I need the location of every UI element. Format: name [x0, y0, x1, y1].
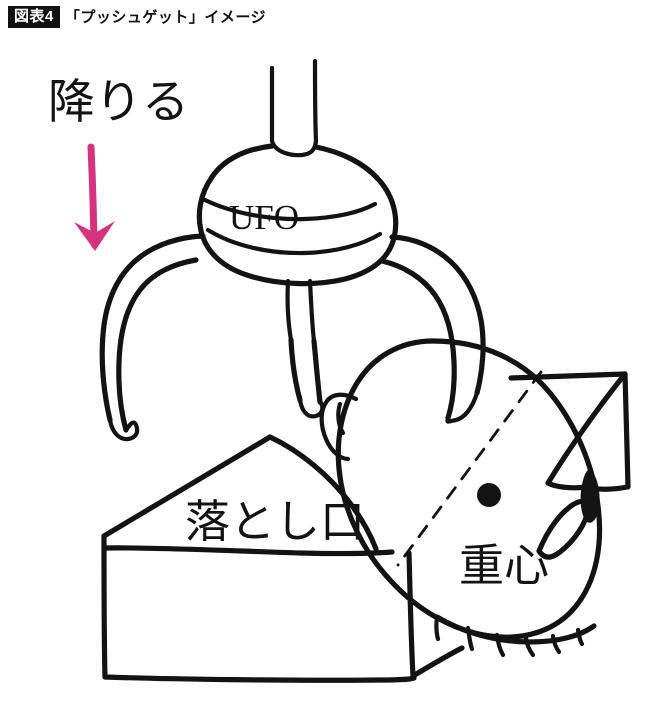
prize-box: 落とし口: [101, 371, 631, 683]
prize-eye: [580, 469, 600, 523]
descend-label: 降りる: [48, 75, 189, 130]
figure-number-badge: 図表4: [8, 6, 60, 28]
crane-head-label-text: UFO: [229, 198, 299, 237]
figure-caption-text: 「プッシュゲット」イメージ: [64, 8, 267, 26]
descend-arrow: [74, 143, 115, 251]
crane-shaft: [269, 58, 319, 158]
center-of-gravity-label-text: 重心: [459, 539, 549, 592]
crane-arm-right: [379, 234, 486, 424]
drop-hole-label-text: 落とし口: [185, 495, 365, 548]
crane-arm-middle: [288, 337, 325, 419]
center-of-gravity-dot: [477, 483, 501, 507]
descend-label-text: 降りる: [48, 75, 189, 130]
crane-head: UFO: [196, 143, 399, 344]
figure-caption: 図表4 「プッシュゲット」イメージ: [8, 5, 266, 29]
crane-arm-left: [99, 233, 206, 442]
prize-plush: 重心: [319, 338, 603, 658]
